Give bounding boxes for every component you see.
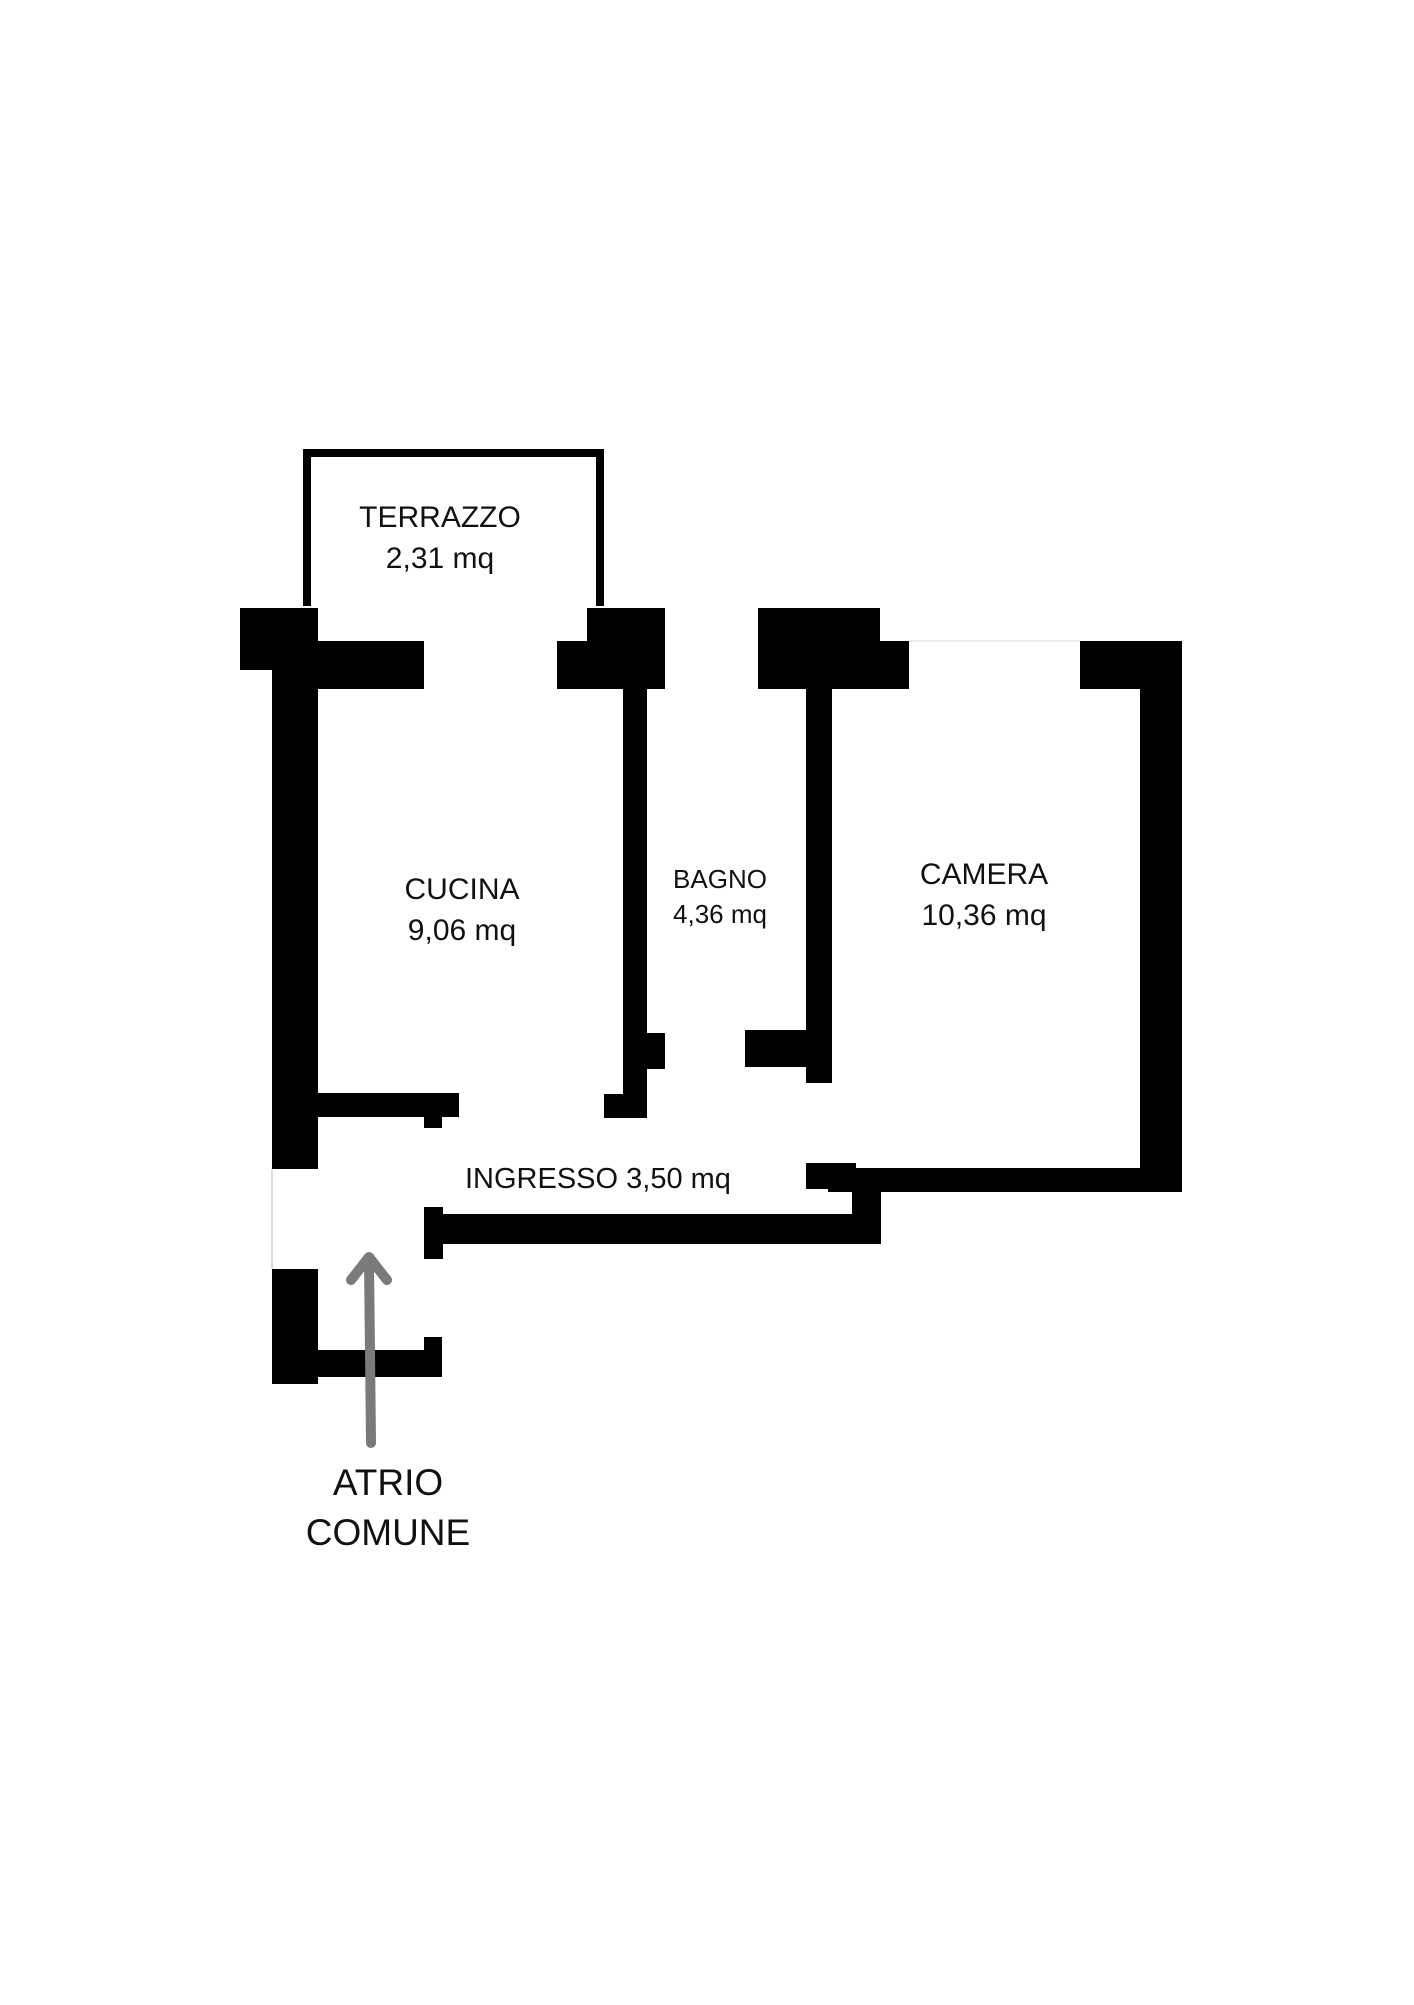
room-label-camera: CAMERA 10,36 mq — [884, 855, 1084, 936]
room-name: TERRAZZO — [359, 501, 521, 534]
wall — [272, 641, 318, 1103]
wall — [806, 1163, 856, 1189]
wall — [424, 1207, 443, 1259]
room-label-bagno: BAGNO 4,36 mq — [655, 862, 785, 932]
room-name: INGRESSO 3,50 mq — [465, 1163, 731, 1195]
room-label-ingresso: INGRESSO 3,50 mq — [465, 1160, 785, 1199]
entrance-arrow — [346, 1252, 392, 1448]
entrance-label-line1: ATRIO — [332, 1462, 444, 1503]
wall — [623, 1033, 665, 1069]
wall — [745, 1030, 832, 1067]
entrance-label-line2: COMUNE — [305, 1511, 471, 1553]
wall — [806, 641, 832, 1083]
room-area: 2,31 mq — [385, 541, 495, 575]
room-area: 4,36 mq — [673, 899, 767, 930]
wall — [310, 1350, 442, 1377]
wall — [1140, 641, 1182, 1192]
room-area: 9,06 mq — [407, 913, 517, 947]
room-label-terrazzo: TERRAZZO 2,31 mq — [340, 498, 540, 579]
room-area: 10,36 mq — [921, 898, 1047, 932]
wall — [440, 1214, 881, 1244]
room-name: BAGNO — [673, 864, 767, 894]
wall — [424, 1337, 442, 1377]
entrance-label: ATRIO COMUNE — [268, 1458, 508, 1558]
wall — [758, 641, 909, 689]
wall — [272, 1117, 318, 1169]
wall — [557, 641, 665, 689]
room-label-cucina: CUCINA 9,06 mq — [362, 870, 562, 951]
wall — [604, 1094, 647, 1118]
wall — [828, 1168, 1182, 1192]
wall — [424, 1093, 442, 1128]
room-name: CUCINA — [404, 873, 520, 906]
terrazzo-outline — [303, 449, 604, 606]
room-name: CAMERA — [919, 858, 1049, 891]
